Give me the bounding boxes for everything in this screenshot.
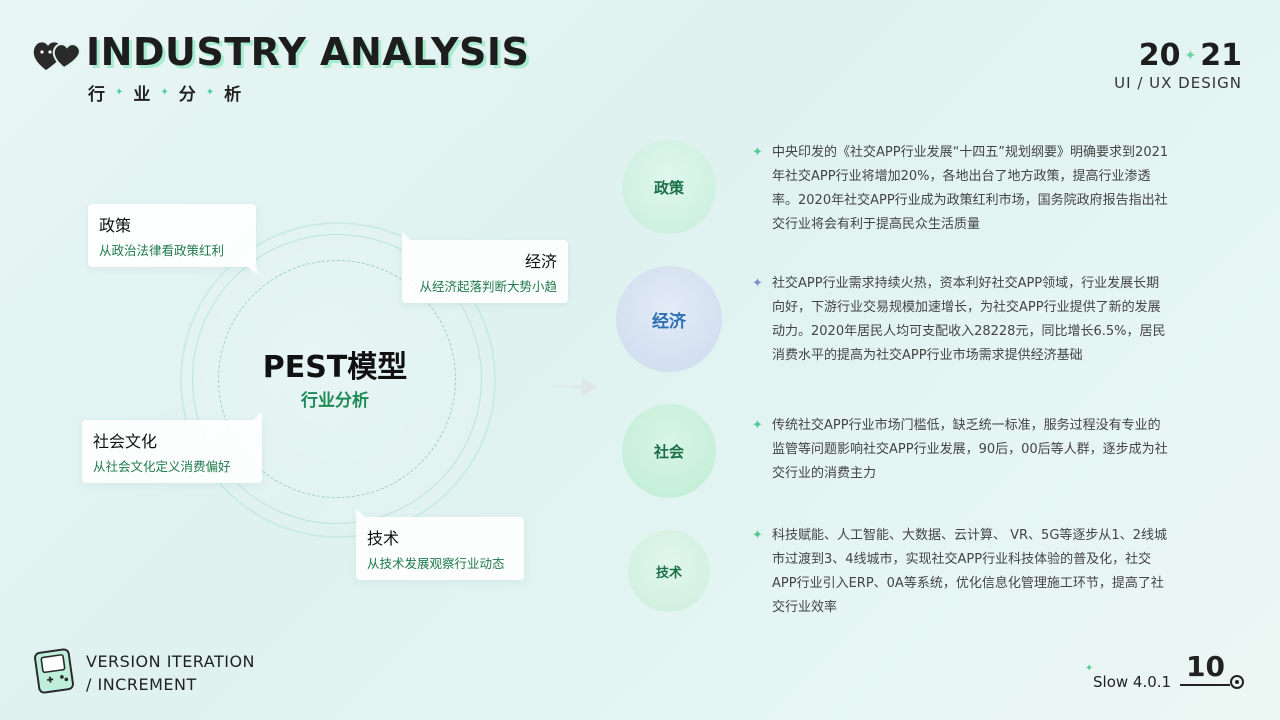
sparkle-icon: ✦ bbox=[160, 87, 171, 98]
subtitle-char: 分 bbox=[178, 85, 198, 105]
bubble-tail bbox=[252, 412, 262, 421]
bubble-society: 社会 bbox=[622, 404, 716, 498]
page-subtitle: 行 ✦ 业 ✦ 分 ✦ 析 bbox=[88, 80, 243, 105]
society-paragraph: 传统社交APP行业市场门槛低，缺乏统一标准，服务过程没有专业的监管等问题影响社交… bbox=[772, 418, 1168, 481]
sparkle-icon: ✦ bbox=[1085, 663, 1094, 674]
version-line: VERSION ITERATION bbox=[86, 652, 256, 671]
slow-version: Slow 4.0.1 bbox=[1093, 673, 1172, 691]
sparkle-icon: ✦ bbox=[115, 87, 126, 98]
card-title: 社会文化 bbox=[93, 432, 158, 451]
dashed-ring bbox=[218, 260, 456, 498]
bubble-policy: 政策 bbox=[622, 140, 716, 234]
version-label: VERSION ITERATION / INCREMENT bbox=[86, 650, 255, 696]
gameboy-icon bbox=[34, 648, 74, 694]
card-desc: 从经济起落判断大势小趋 bbox=[419, 279, 557, 294]
model-title: PEST模型 bbox=[262, 350, 408, 385]
sparkle-icon: ✦ bbox=[752, 276, 763, 291]
subtitle-char: 析 bbox=[224, 85, 244, 105]
bubble-economy: 经济 bbox=[616, 266, 722, 372]
subtitle-char: 行 bbox=[88, 85, 107, 105]
page-underline bbox=[1180, 684, 1230, 686]
card-policy: 政策 从政治法律看政策红利 bbox=[88, 204, 257, 275]
bubble-tech: 技术 bbox=[628, 530, 710, 612]
card-desc: 从政治法律看政策红利 bbox=[99, 243, 225, 258]
card-title: 经济 bbox=[524, 252, 557, 271]
sparkle-icon: ✦ bbox=[205, 87, 217, 98]
target-dot-icon bbox=[1230, 675, 1244, 689]
sparkle-icon: ✦ bbox=[752, 418, 763, 433]
economy-paragraph: 社交APP行业需求持续火热，资本利好社交APP领域，行业发展长期向好，下游行业交… bbox=[772, 276, 1166, 363]
sparkle-icon: ✦ bbox=[752, 528, 763, 543]
year-right: 21 bbox=[1200, 38, 1242, 73]
sparkle-icon: ✦ bbox=[752, 145, 763, 160]
arrow-right-icon bbox=[528, 378, 598, 396]
bubble-tail bbox=[247, 266, 257, 275]
year-label: 20 ✦ 21 bbox=[1139, 38, 1242, 73]
card-economy: 经济 从经济起落判断大势小趋 bbox=[402, 232, 568, 303]
card-tech: 技术 从技术发展观察行业动态 bbox=[356, 509, 524, 580]
year-left: 20 bbox=[1138, 38, 1181, 73]
bubble-tail bbox=[402, 232, 412, 241]
card-desc: 从社会文化定义消费偏好 bbox=[93, 459, 231, 474]
version-line: / INCREMENT bbox=[86, 675, 197, 694]
page-number: 10 bbox=[1186, 650, 1225, 683]
page-title: INDUSTRY ANALYSIS bbox=[86, 30, 530, 74]
subtitle-char: 业 bbox=[133, 85, 153, 105]
bubble-tail bbox=[356, 509, 366, 518]
card-desc: 从技术发展观察行业动态 bbox=[367, 556, 505, 571]
card-society: 社会文化 从社会文化定义消费偏好 bbox=[82, 412, 262, 483]
policy-paragraph: 中央印发的《社交APP行业发展“十四五”规划纲要》明确要求到2021年社交APP… bbox=[772, 145, 1169, 232]
tech-paragraph: 科技赋能、人工智能、大数据、云计算、 VR、5G等逐步从1、2线城市过渡到3、4… bbox=[772, 528, 1167, 615]
sparkle-icon: ✦ bbox=[1184, 47, 1197, 64]
model-subtitle: 行业分析 bbox=[301, 391, 369, 411]
hearts-logo-icon bbox=[33, 42, 81, 70]
card-title: 技术 bbox=[367, 529, 400, 548]
middle-ring bbox=[192, 234, 482, 524]
design-label: UI / UX DESIGN bbox=[1114, 74, 1242, 92]
card-title: 政策 bbox=[99, 216, 132, 235]
